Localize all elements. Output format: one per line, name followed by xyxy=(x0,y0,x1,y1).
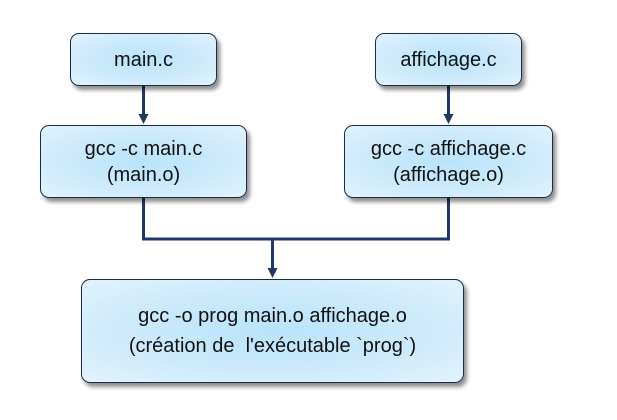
node-affichage-c-label: affichage.c xyxy=(400,48,497,71)
node-compile-main-output: (main.o) xyxy=(106,163,181,186)
node-link-description: (création de l'exécutable `prog`) xyxy=(128,335,417,357)
node-main-c-label: main.c xyxy=(114,48,173,71)
node-compile-affichage-output: (affichage.o) xyxy=(393,163,504,186)
node-link-command: gcc -o prog main.o affichage.o xyxy=(138,305,407,327)
node-compile-main: gcc -c main.c (main.o) xyxy=(40,125,247,198)
node-compile-affichage: gcc -c affichage.c (affichage.o) xyxy=(344,125,553,198)
node-compile-main-command: gcc -c main.c xyxy=(84,137,203,160)
merge-connector xyxy=(142,198,450,241)
node-main-c: main.c xyxy=(70,33,217,86)
node-link: gcc -o prog main.o affichage.o (création… xyxy=(81,279,464,383)
node-compile-affichage-command: gcc -c affichage.c xyxy=(370,137,527,160)
node-affichage-c: affichage.c xyxy=(375,33,522,86)
